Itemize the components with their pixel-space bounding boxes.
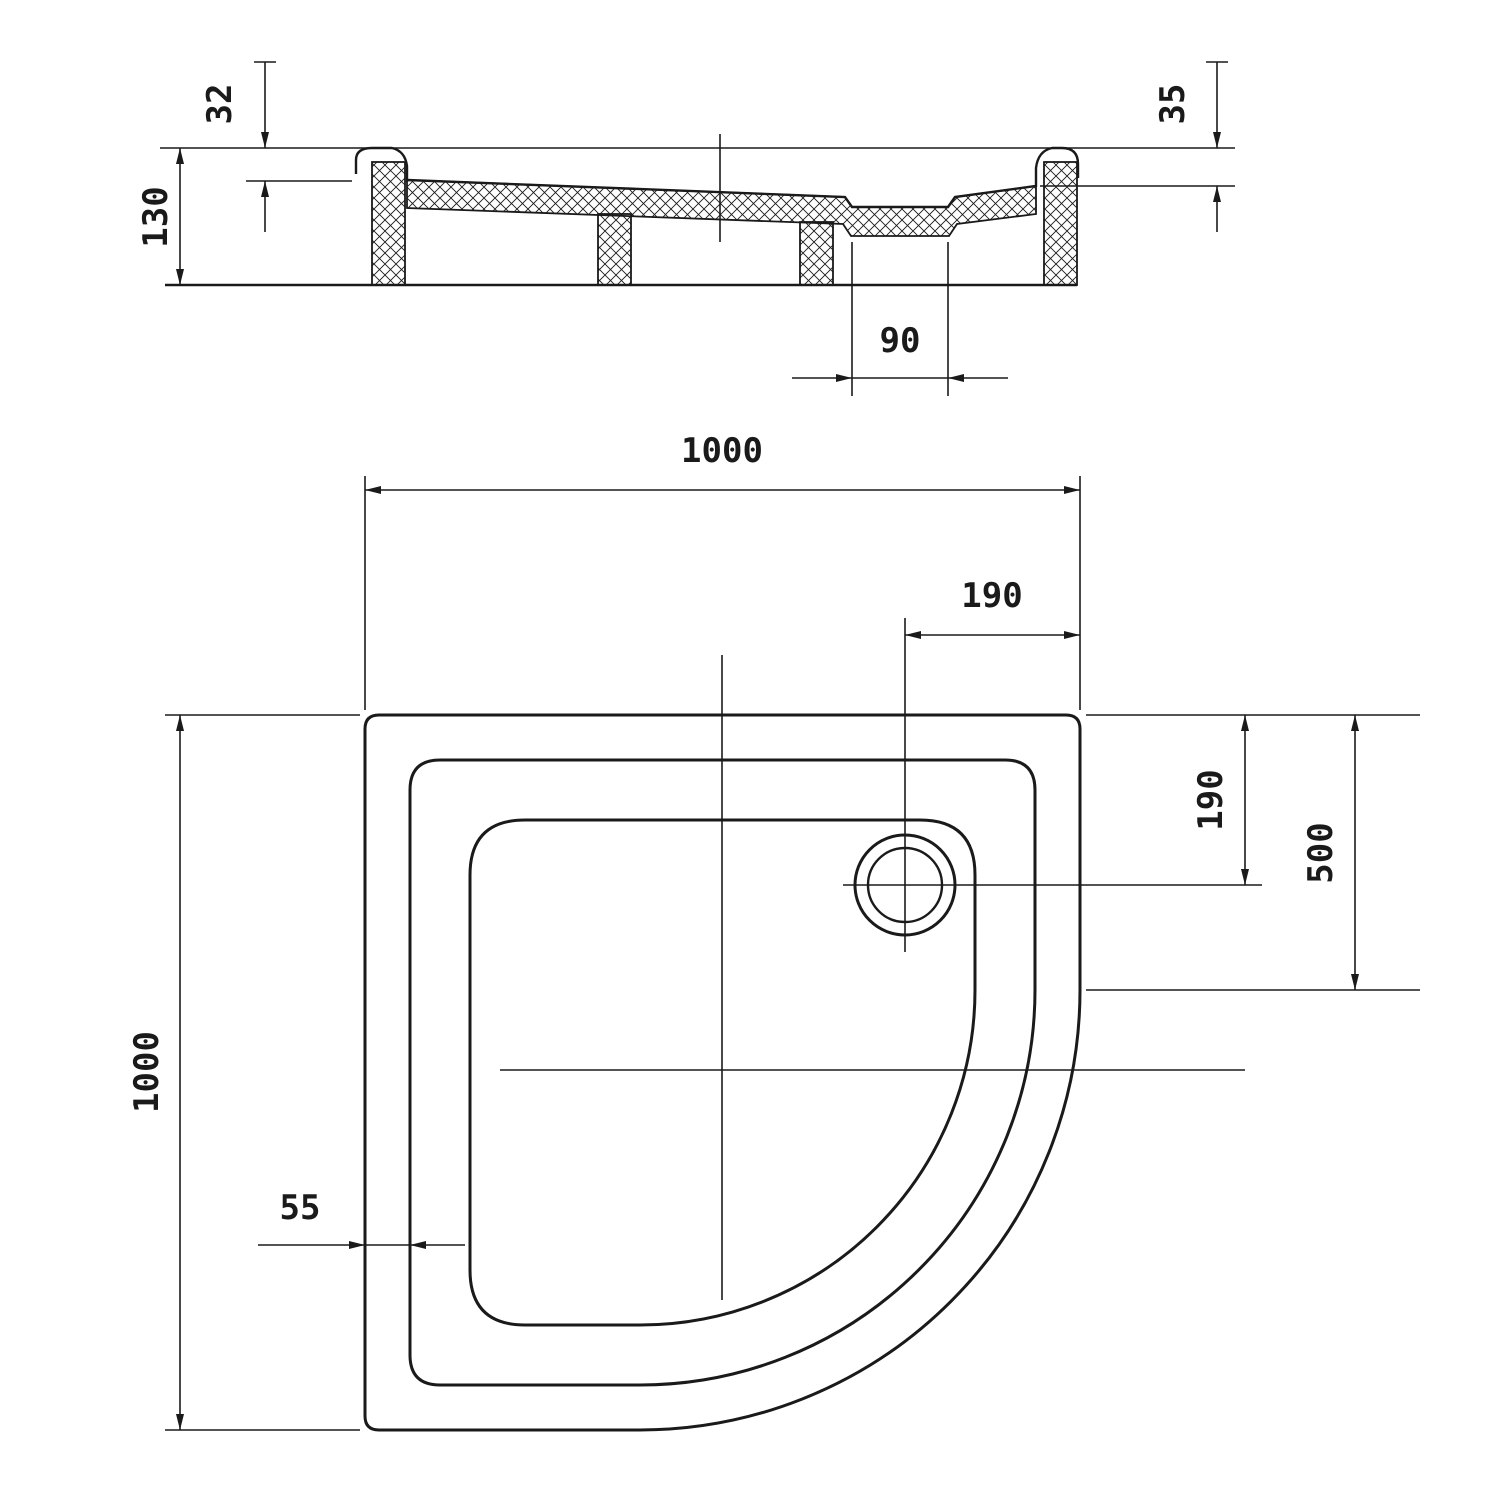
tray-outer-outline bbox=[363, 713, 1082, 1432]
plan-view: 1000 190 190 500 1000 55 bbox=[127, 431, 1420, 1432]
section-right-wall-hatch bbox=[1043, 161, 1078, 286]
dim-label-radius-extent: 500 bbox=[1301, 822, 1341, 883]
dim-label-depth: 1000 bbox=[127, 1031, 167, 1113]
dim-label-rim-height: 32 bbox=[200, 84, 240, 125]
tray-rim-inner-outline bbox=[408, 758, 1037, 1387]
section-view: 32 130 35 90 bbox=[136, 61, 1235, 396]
section-left-wall-hatch bbox=[371, 161, 406, 286]
section-support-leg-hatch bbox=[597, 213, 632, 286]
dim-label-drain-offset-x: 190 bbox=[961, 576, 1022, 616]
dim-label-inner-depth: 35 bbox=[1153, 84, 1193, 125]
dim-label-drain-offset-y: 190 bbox=[1191, 769, 1231, 830]
section-support-leg-hatch bbox=[799, 221, 834, 286]
dim-label-rim-width: 55 bbox=[280, 1188, 321, 1228]
dim-label-total-height: 130 bbox=[136, 186, 176, 247]
dim-label-width: 1000 bbox=[681, 431, 763, 471]
tray-basin-floor-outline bbox=[468, 818, 977, 1327]
section-tray-shell-hatch bbox=[406, 179, 1037, 237]
dim-label-drain-width: 90 bbox=[880, 321, 921, 361]
section-left-rim-profile bbox=[354, 146, 409, 182]
